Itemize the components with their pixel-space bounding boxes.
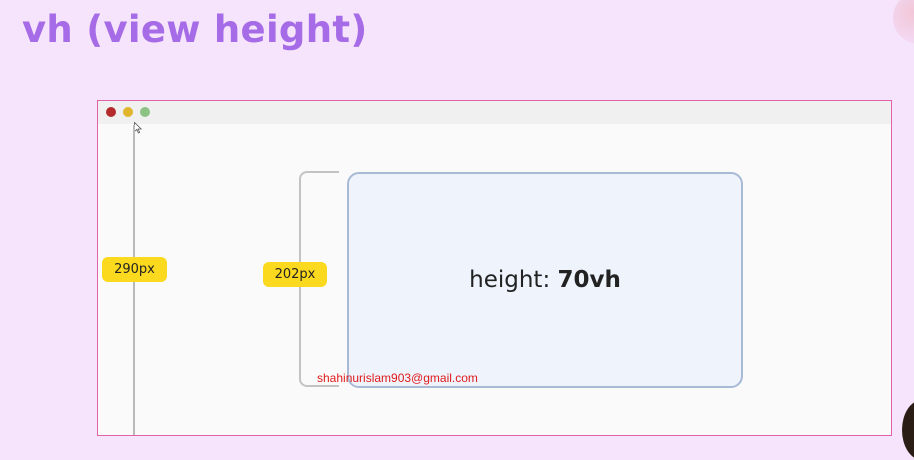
box-label-value: 70vh xyxy=(557,267,621,293)
browser-window-mockup: 290px 202px height: 70vh shahinurislam90… xyxy=(97,100,892,436)
box-label: height: 70vh xyxy=(469,267,621,293)
viewport-height-tag: 290px xyxy=(102,257,167,282)
close-dot-icon xyxy=(106,107,116,117)
slide-title: vh (view height) xyxy=(22,8,368,51)
maximize-dot-icon xyxy=(140,107,150,117)
element-height-tag: 202px xyxy=(263,262,327,287)
mouse-pointer-icon xyxy=(134,122,142,134)
presenter-blob-decoration xyxy=(893,0,914,44)
vh-demo-box: height: 70vh xyxy=(347,172,743,388)
box-label-prefix: height: xyxy=(469,267,558,293)
browser-titlebar xyxy=(98,101,891,124)
minimize-dot-icon xyxy=(123,107,133,117)
email-watermark: shahinurislam903@gmail.com xyxy=(317,371,478,385)
presenter-avatar-edge xyxy=(902,400,914,460)
